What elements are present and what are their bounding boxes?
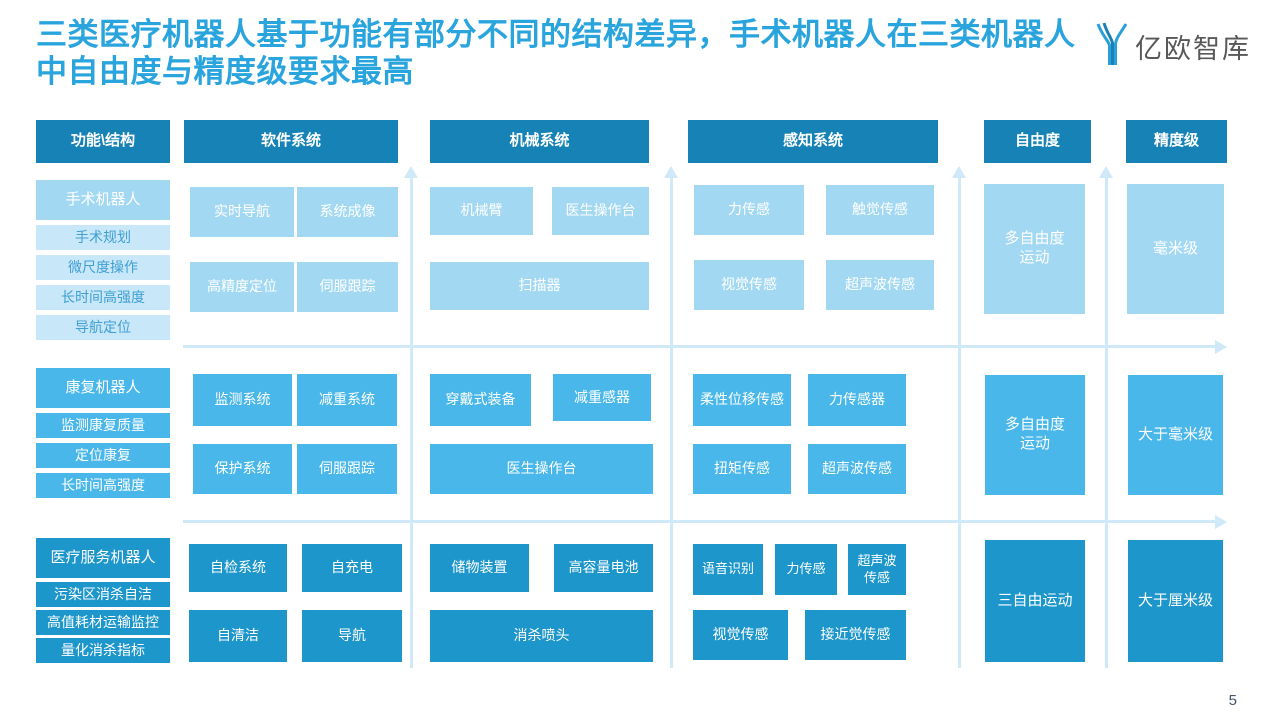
precision-cell-rehab: 大于毫米级	[1128, 375, 1223, 495]
grid-arrow-right-1	[1215, 340, 1227, 354]
grid-arrow-up-2	[664, 166, 678, 178]
freedom-line2: 运动	[1019, 249, 1050, 266]
freedom-cell-service: 三自由运动	[985, 540, 1085, 662]
function-item: 手术规划	[36, 225, 170, 250]
software-item: 实时导航	[190, 187, 294, 237]
column-header-function-structure: 功能\结构	[36, 120, 170, 163]
perception-item: 扭矩传感	[693, 444, 791, 494]
column-header-perception-system: 感知系统	[688, 120, 938, 163]
perception-item: 视觉传感	[694, 260, 804, 310]
precision-cell-service: 大于厘米级	[1128, 540, 1223, 662]
mechanical-item: 医生操作台	[552, 187, 649, 235]
freedom-line2: 运动	[1019, 435, 1050, 452]
column-header-software-system: 软件系统	[184, 120, 398, 163]
freedom-line1: 三自由运动	[997, 591, 1073, 609]
grid-arrow-up-3	[952, 166, 966, 178]
grid-arrow-up-1	[404, 166, 418, 178]
software-item: 系统成像	[297, 187, 398, 237]
function-item: 监测康复质量	[36, 413, 170, 438]
function-item: 量化消杀指标	[36, 638, 170, 663]
page-title: 三类医疗机器人基于功能有部分不同的结构差异，手术机器人在三类机器人 中自由度与精…	[36, 16, 1076, 90]
function-item: 污染区消杀自洁	[36, 582, 170, 607]
grid-hline-2	[183, 520, 1215, 523]
mechanical-item-wide: 医生操作台	[430, 444, 653, 494]
software-item: 自清洁	[189, 610, 287, 662]
function-item: 长时间高强度	[36, 473, 170, 498]
perception-item: 超声波传感	[826, 260, 934, 310]
perception-item: 力传感	[694, 185, 804, 235]
perception-item: 语音识别	[693, 544, 763, 595]
column-header-freedom-degree: 自由度	[984, 120, 1091, 163]
software-item: 伺服跟踪	[297, 444, 397, 494]
freedom-line1: 多自由度	[1004, 416, 1065, 434]
grid-arrow-up-4	[1099, 166, 1113, 178]
precision-cell-surgical: 毫米级	[1127, 184, 1224, 314]
function-item: 长时间高强度	[36, 285, 170, 310]
column-header-mechanical-system: 机械系统	[430, 120, 649, 163]
row-header-service-robot: 医疗服务机器人	[36, 538, 170, 578]
mechanical-item: 高容量电池	[554, 544, 653, 592]
software-item: 高精度定位	[190, 262, 294, 312]
function-item: 导航定位	[36, 315, 170, 340]
freedom-line1: 多自由度	[1004, 230, 1065, 248]
mechanical-item-wide: 消杀喷头	[430, 610, 653, 662]
perception-item: 力传感	[775, 544, 837, 595]
title-line-2: 中自由度与精度级要求最高	[36, 54, 414, 89]
perception-item: 触觉传感	[826, 185, 934, 235]
brand-logo-text: 亿欧智库	[1135, 34, 1251, 64]
function-item: 定位康复	[36, 443, 170, 468]
grid-hline-1	[183, 345, 1215, 348]
mechanical-item: 储物装置	[430, 544, 529, 592]
perception-item: 超声波传感	[808, 444, 906, 494]
row-header-rehab-robot: 康复机器人	[36, 368, 170, 408]
perception-item: 视觉传感	[693, 610, 788, 660]
software-item: 监测系统	[193, 374, 292, 426]
row-header-surgical-robot: 手术机器人	[36, 180, 170, 220]
eo-logo-icon	[1091, 22, 1131, 71]
mechanical-item: 减重感器	[553, 374, 651, 421]
title-line-1: 三类医疗机器人基于功能有部分不同的结构差异，手术机器人在三类机器人	[36, 17, 1076, 52]
mechanical-item: 机械臂	[430, 187, 533, 235]
freedom-cell-rehab: 多自由度 运动	[985, 375, 1085, 495]
software-item: 自充电	[302, 544, 402, 592]
software-item: 减重系统	[297, 374, 397, 426]
page-number: 5	[1228, 692, 1237, 709]
grid-arrow-right-2	[1215, 515, 1227, 529]
grid-vline-1	[410, 178, 413, 668]
function-item: 微尺度操作	[36, 255, 170, 280]
column-header-precision-level: 精度级	[1126, 120, 1227, 163]
perception-item: 接近觉传感	[805, 610, 906, 660]
function-item: 高值耗材运输监控	[36, 610, 170, 635]
freedom-cell-surgical: 多自由度 运动	[984, 184, 1085, 314]
grid-vline-3	[958, 178, 961, 668]
software-item: 自检系统	[189, 544, 287, 592]
grid-vline-2	[670, 178, 673, 668]
software-item: 保护系统	[193, 444, 292, 494]
perception-item: 超声波传感	[848, 544, 906, 595]
software-item: 导航	[302, 610, 402, 662]
software-item: 伺服跟踪	[297, 262, 398, 312]
mechanical-item: 穿戴式装备	[430, 374, 531, 426]
perception-item: 力传感器	[808, 374, 906, 426]
mechanical-item-wide: 扫描器	[430, 262, 649, 310]
grid-vline-4	[1105, 178, 1108, 668]
brand-logo: 亿欧智库	[1091, 22, 1251, 71]
perception-item: 柔性位移传感	[693, 374, 791, 426]
